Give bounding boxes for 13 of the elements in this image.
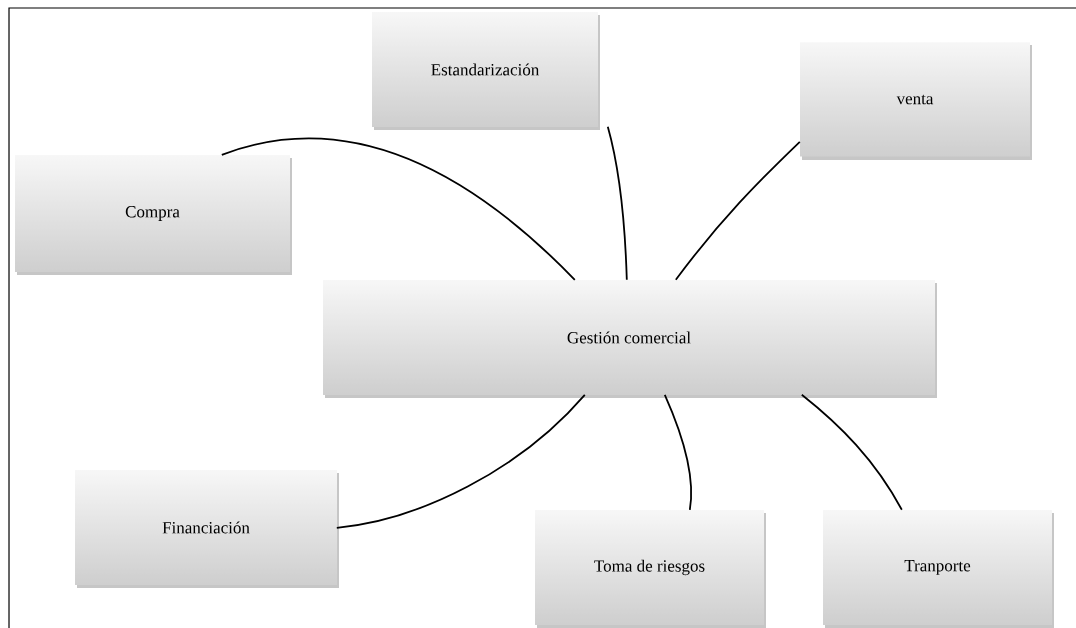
process-box: Financiación <box>75 470 339 588</box>
process-box: venta <box>800 42 1032 160</box>
process-box: Compra <box>15 155 292 275</box>
connector-line <box>606 125 628 281</box>
connector-line <box>220 137 576 281</box>
connector-line <box>663 393 693 511</box>
connector-line <box>335 393 586 529</box>
process-box: Estandarización <box>372 12 600 130</box>
process-box: Gestión comercial <box>323 280 937 398</box>
process-box: Toma de riesgos <box>535 510 766 628</box>
process-box: Tranporte <box>823 510 1054 628</box>
connector-line <box>674 140 801 281</box>
connector-line <box>800 393 903 511</box>
